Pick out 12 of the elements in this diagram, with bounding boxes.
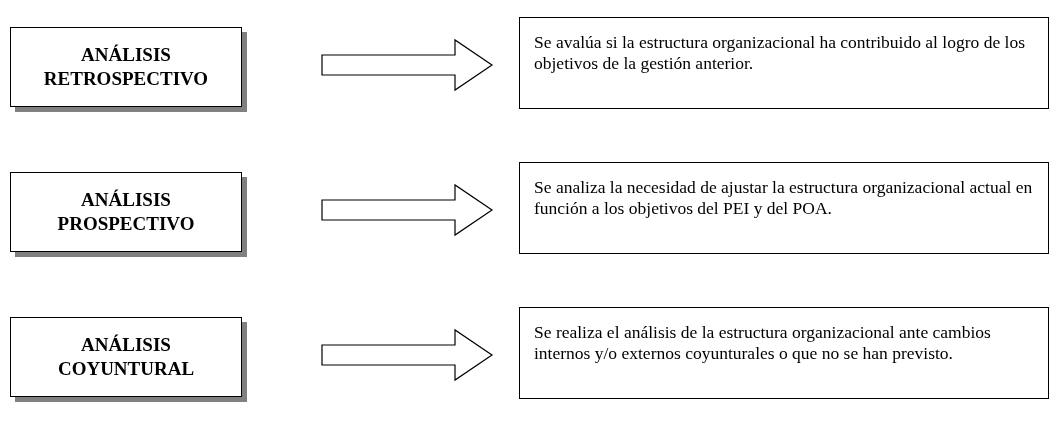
box-description: Se realiza el análisis de la estructura organizacional ante cambios internos y/o externos coyunturales o que no se han previsto. <box>534 322 992 364</box>
description-box <box>519 307 1049 399</box>
block-arrow <box>321 328 494 382</box>
box-description: Se analiza la necesidad de ajustar la estructura organizacional actual en función a los objetivos del PEI y del POA. <box>534 177 1034 219</box>
box-title: ANÁLISIS PROSPECTIVO <box>56 188 196 236</box>
box-description: Se avalúa si la estructura organizacional ha contribuido al logro de los objetivos de la gestión anterior. <box>534 32 1026 74</box>
block-arrow <box>321 183 494 237</box>
description-box <box>519 162 1049 254</box>
description-box <box>519 17 1049 109</box>
block-arrow <box>321 38 494 92</box>
box-title: ANÁLISIS RETROSPECTIVO <box>42 43 210 91</box>
box-title: ANÁLISIS COYUNTURAL <box>56 333 196 381</box>
